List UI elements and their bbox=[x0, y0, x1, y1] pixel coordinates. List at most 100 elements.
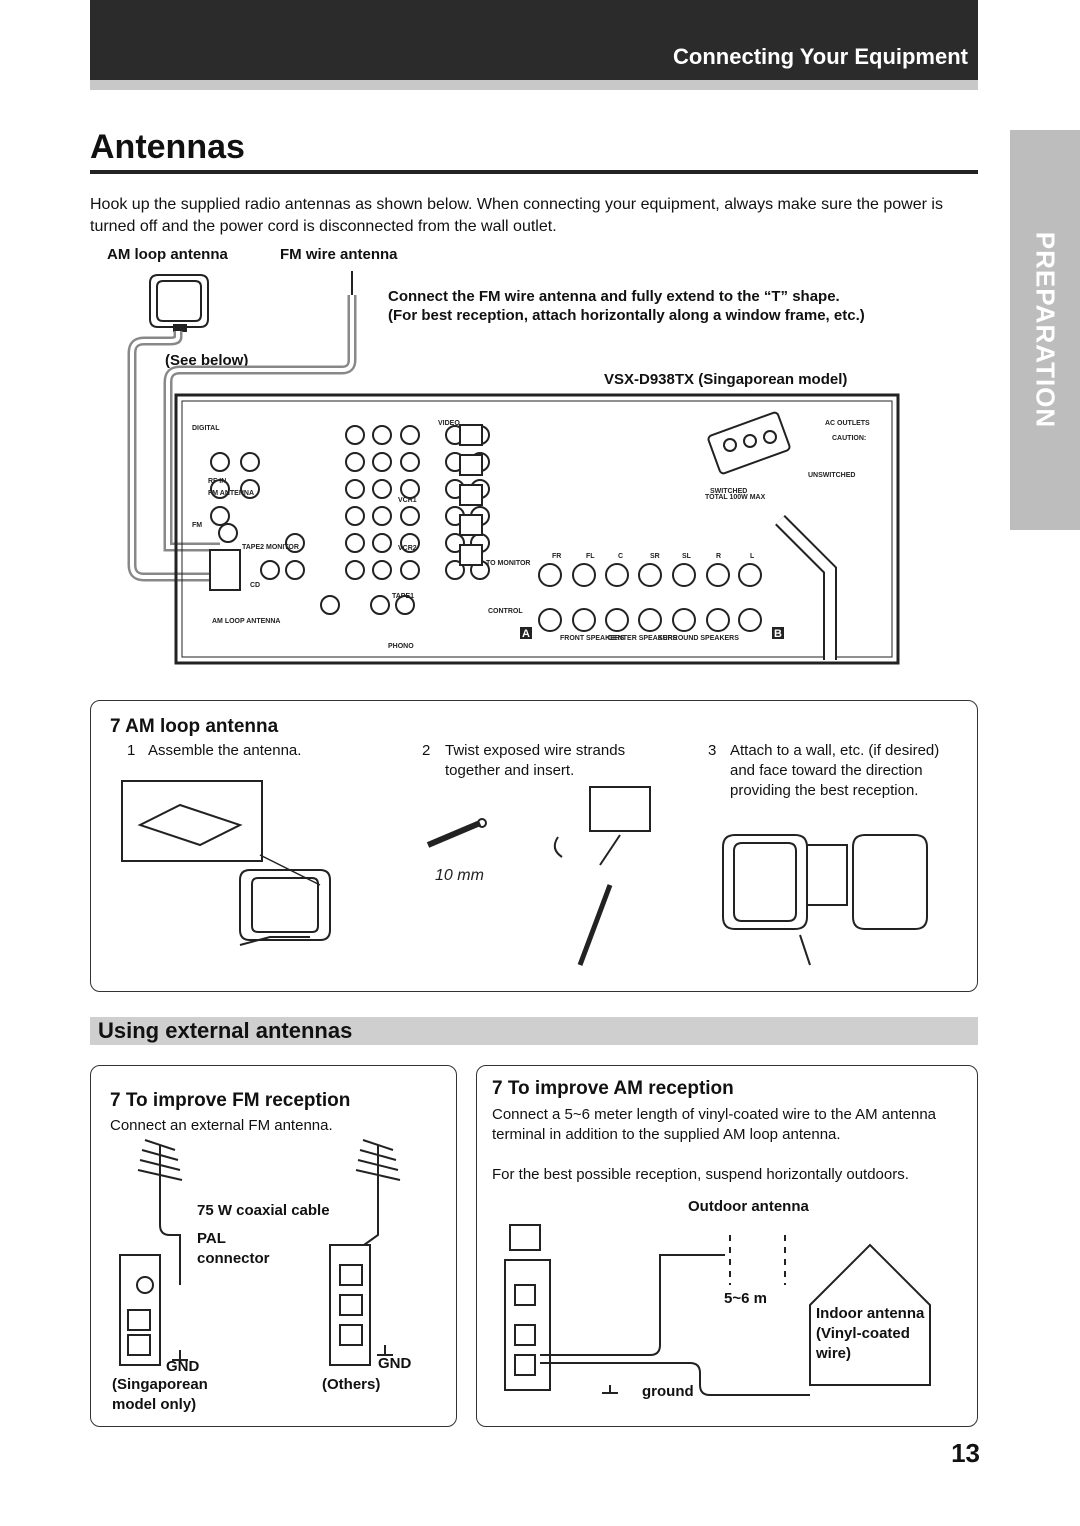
singaporean-label: (Singaporean bbox=[112, 1376, 208, 1393]
panel-surround-speakers: SURROUND SPEAKERS bbox=[658, 635, 739, 642]
others-label: (Others) bbox=[322, 1376, 381, 1393]
step1-text: Assemble the antenna. bbox=[148, 742, 302, 759]
panel-vcr1: VCR1 bbox=[398, 497, 417, 504]
panel-b: B bbox=[774, 628, 782, 640]
ground-label: ground bbox=[642, 1383, 694, 1400]
am-reception-text-1: Connect a 5~6 meter length of vinyl-coat… bbox=[492, 1106, 937, 1143]
panel-fr: FR bbox=[552, 553, 561, 560]
am-terminal-block-external bbox=[504, 1224, 551, 1391]
vinyl-coated-label: (Vinyl-coated bbox=[816, 1325, 910, 1342]
panel-c: C bbox=[618, 553, 623, 560]
ac-outlets bbox=[707, 411, 791, 475]
panel-sl: SL bbox=[682, 553, 692, 560]
header-bar bbox=[90, 0, 978, 80]
s-video-jacks bbox=[459, 424, 483, 566]
fm-external-illustration bbox=[119, 1139, 401, 1366]
wire-length-label: 10 mm bbox=[435, 867, 484, 884]
am-reception-heading: 7 To improve AM reception bbox=[492, 1078, 734, 1099]
fm-antenna-1 bbox=[137, 1139, 183, 1285]
gnd-label-1: GND bbox=[166, 1358, 200, 1375]
panel-cd: CD bbox=[250, 582, 260, 589]
rca-jack-grid bbox=[210, 425, 490, 615]
panel-tape2: TAPE2 MONITOR bbox=[242, 544, 299, 551]
outdoor-antenna-label: Outdoor antenna bbox=[688, 1198, 809, 1215]
fm-reception-heading: 7 To improve FM reception bbox=[110, 1090, 351, 1111]
panel-fl: FL bbox=[586, 553, 595, 560]
am-loop-heading: 7 AM loop antenna bbox=[110, 716, 279, 737]
am-loop-antenna-illustration bbox=[149, 274, 209, 332]
panel-caution: CAUTION: bbox=[832, 435, 866, 442]
fm-wire-label: FM wire antenna bbox=[280, 246, 398, 263]
title-rule bbox=[90, 170, 978, 174]
fm-instruction-1: Connect the FM wire antenna and fully ex… bbox=[388, 288, 840, 305]
panel-r: R bbox=[716, 553, 721, 560]
panel-video: VIDEO bbox=[438, 420, 460, 427]
panel-tape1: TAPE1 bbox=[392, 593, 414, 600]
step1-number: 1 bbox=[127, 742, 136, 759]
fm-reception-text: Connect an external FM antenna. bbox=[110, 1117, 333, 1134]
panel-control: CONTROL bbox=[488, 608, 523, 615]
fm-terminal-blocks bbox=[119, 1244, 371, 1366]
length-label: 5~6 m bbox=[724, 1290, 767, 1307]
am-external-illustration bbox=[504, 1224, 931, 1396]
am-reception-panel bbox=[476, 1065, 978, 1427]
step2-number: 2 bbox=[422, 742, 431, 759]
step3-number: 3 bbox=[708, 742, 717, 759]
header-underline bbox=[90, 80, 978, 90]
am-assembly-illustrations: 10 mm bbox=[121, 780, 928, 966]
section-title: Connecting Your Equipment bbox=[673, 44, 968, 69]
panel-l: L bbox=[750, 553, 755, 560]
wire-insert-illustration bbox=[426, 786, 651, 966]
panel-fm-antenna: FM ANTENNA bbox=[208, 490, 254, 497]
panel-fm: FM bbox=[192, 522, 202, 529]
am-loop-panel bbox=[90, 700, 978, 992]
panel-sr: SR bbox=[650, 553, 660, 560]
external-antennas-title: Using external antennas bbox=[98, 1018, 353, 1043]
assembly-illustration bbox=[121, 780, 331, 946]
model-label: VSX-D938TX (Singaporean model) bbox=[604, 371, 848, 388]
panel-phono: PHONO bbox=[388, 643, 414, 650]
speaker-terminals bbox=[538, 563, 762, 632]
side-tab-label: PREPARATION bbox=[1030, 231, 1061, 429]
am-terminal-block bbox=[209, 549, 241, 591]
panel-switched: SWITCHED bbox=[710, 488, 747, 495]
panel-center-speakers: CENTER SPEAKERS bbox=[608, 635, 678, 642]
fm-antenna-2 bbox=[349, 1139, 401, 1256]
panel-rf-in: RF IN bbox=[208, 478, 226, 485]
panel-total-max: TOTAL 100W MAX bbox=[705, 494, 766, 501]
panel-to-monitor: TO MONITOR bbox=[486, 560, 530, 567]
panel-vcr2: VCR2 bbox=[398, 545, 417, 552]
receiver-rear-panel bbox=[174, 393, 900, 665]
step2-text: Twist exposed wire strands together and … bbox=[445, 742, 626, 779]
fm-cable bbox=[163, 295, 357, 552]
intro-paragraph: Hook up the supplied radio antennas as s… bbox=[90, 196, 943, 235]
panel-front-speakers: FRONT SPEAKERS bbox=[560, 635, 625, 642]
panel-a: A bbox=[522, 628, 530, 640]
panel-unswitched: UNSWITCHED bbox=[808, 472, 855, 479]
page-title: Antennas bbox=[90, 128, 245, 166]
am-reception-text-2: For the best possible reception, suspend… bbox=[492, 1166, 909, 1183]
rear-panel-diagram: DIGITAL AM LOOP ANTENNA FM FM ANTENNA RF… bbox=[127, 271, 900, 665]
wire-label: wire) bbox=[816, 1345, 852, 1362]
see-below-label: (See below) bbox=[165, 352, 249, 369]
model-only-label: model only) bbox=[112, 1396, 197, 1413]
indoor-antenna-label: Indoor antenna bbox=[816, 1305, 925, 1322]
side-tab: PREPARATION bbox=[1010, 130, 1080, 530]
am-loop-label: AM loop antenna bbox=[107, 246, 228, 263]
fm-reception-panel bbox=[90, 1065, 457, 1427]
panel-digital: DIGITAL bbox=[192, 425, 220, 432]
connector-label: connector bbox=[197, 1250, 270, 1267]
gnd-label-2: GND bbox=[378, 1355, 412, 1372]
ground-symbols bbox=[172, 1345, 393, 1361]
coax-label: 75 W coaxial cable bbox=[197, 1202, 330, 1219]
pal-label: PAL bbox=[197, 1230, 226, 1247]
page-number: 13 bbox=[951, 1438, 980, 1468]
wall-mount-illustration bbox=[722, 834, 928, 966]
panel-ac-outlets: AC OUTLETS bbox=[825, 420, 870, 427]
external-antennas-band bbox=[90, 1017, 978, 1045]
fm-instruction-2: (For best reception, attach horizontally… bbox=[388, 307, 865, 324]
step3-text: Attach to a wall, etc. (if desired) and … bbox=[730, 742, 940, 799]
fm-coax-jack bbox=[218, 523, 238, 543]
am-wire-routing bbox=[540, 1235, 931, 1396]
panel-am-loop: AM LOOP ANTENNA bbox=[212, 618, 280, 625]
